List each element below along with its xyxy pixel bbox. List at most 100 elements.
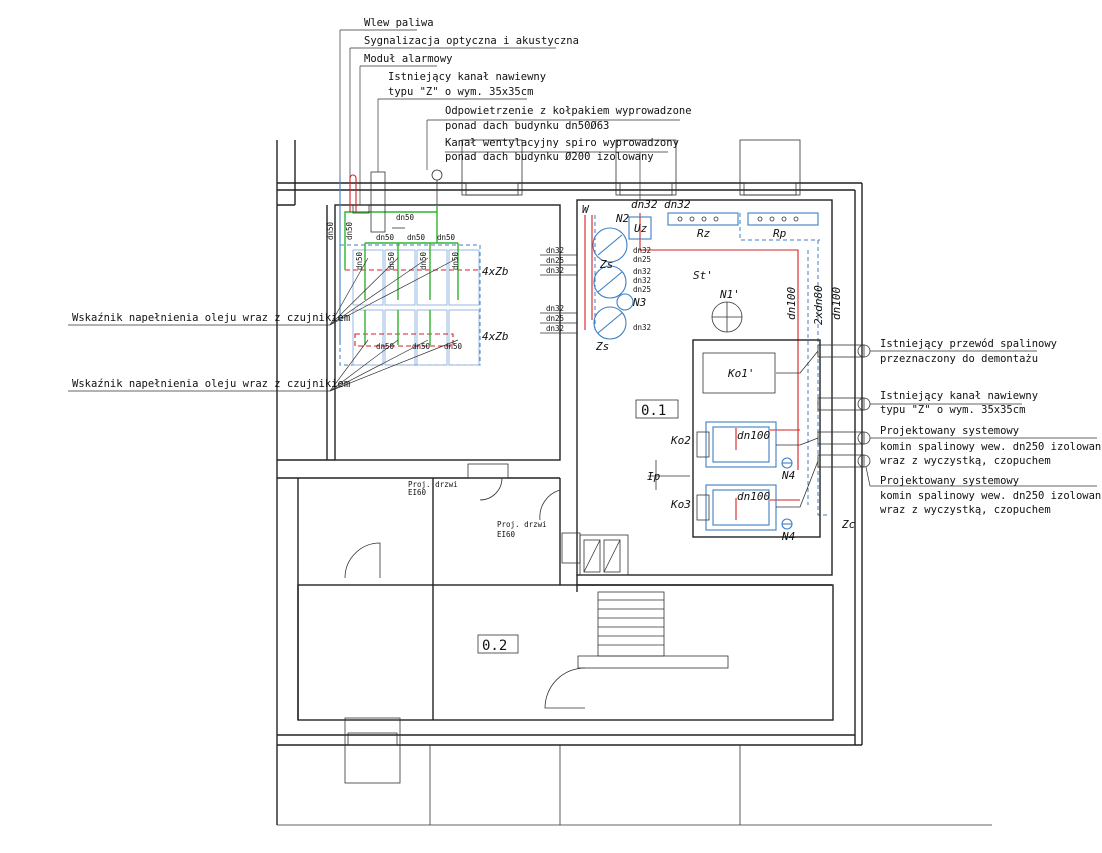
boiler-room-equipment	[477, 212, 871, 654]
pipe-label: dn50	[326, 221, 335, 240]
pipe-label: dn32	[631, 198, 658, 211]
callout-flue-existing-2: przeznaczony do demontażu	[880, 353, 1038, 365]
boiler-ko3-label: Ko3	[670, 498, 691, 511]
water-w-label: W	[582, 203, 590, 216]
manifold-rp-label: Rp	[773, 227, 787, 240]
expansion-vessel	[593, 265, 627, 299]
tanks-upper-label: 4xZb	[482, 265, 509, 278]
callout-alarm-module: Moduł alarmowy	[364, 53, 453, 65]
softener-label: Uz	[634, 222, 648, 235]
pipe-label: dn32	[633, 323, 651, 332]
pipe-label: dn50	[451, 251, 460, 270]
callout-vent-cap-1: Odpowietrzenie z kołpakiem wyprowadzone	[445, 105, 692, 117]
stairs	[544, 591, 729, 709]
pipe-label: dn100	[830, 287, 843, 320]
pipe-label: dn50	[376, 342, 395, 351]
callout-supply-duct-right-2: typu "Z" o wym. 35x35cm	[880, 404, 1025, 416]
callout-chimney-b-3: wraz z wyczystką, czopuchem	[880, 504, 1051, 516]
pump-n4-label: N4	[781, 469, 795, 482]
pipe-label: dn32	[633, 246, 651, 255]
callout-supply-duct-right-1: Istniejący kanał nawiewny	[880, 390, 1038, 402]
expansion-vessel	[593, 306, 627, 340]
pump	[616, 293, 634, 311]
callout-chimney-a-2: komin spalinowy wew. dn250 izolowany	[880, 441, 1102, 453]
top-callouts: Wlew paliwa Sygnalizacja optyczna i akus…	[339, 17, 692, 205]
boiler-ko1-label: Ko1'	[727, 367, 755, 380]
pump-n4-label: N4	[781, 530, 795, 543]
pipe-label: dn50	[407, 233, 426, 242]
pipe-label: dn100	[737, 429, 770, 442]
right-callouts: Istniejący przewód spalinowy przeznaczon…	[865, 338, 1102, 516]
callout-fuel-inlet: Wlew paliwa	[364, 17, 434, 29]
pipe-label: dn50	[437, 233, 456, 242]
pipe-label: dn100	[737, 490, 770, 503]
callout-vent-duct-2: ponad dach budynku Ø200 izolowany	[445, 151, 654, 163]
vessel-zs-label: Zs	[599, 258, 613, 271]
expansion-vessel	[592, 227, 628, 263]
pipe-label: dn32	[546, 304, 564, 313]
manifold-rz-label: Rz	[697, 227, 711, 240]
pipe-label: dn32	[633, 267, 651, 276]
boiler-ko3	[705, 484, 777, 531]
callout-flue-existing-1: Istniejący przewód spalinowy	[880, 338, 1057, 350]
boiler-ko2	[705, 421, 777, 468]
pipe-label: dn50	[444, 342, 463, 351]
windows	[344, 139, 801, 784]
manifold-rz	[667, 212, 739, 226]
symbol-labels: 0.1 0.2 Zs Zs N1' N2 N3 N4 N4 Uz Rz Rp S…	[482, 203, 856, 654]
callout-chimney-b-2: komin spalinowy wew. dn250 izolowany	[880, 490, 1102, 502]
pipe-label: dn50	[355, 251, 364, 270]
doors	[344, 463, 629, 579]
door-label: Proj. drzwi	[408, 480, 458, 489]
door-labels: Proj. drzwi EI60 Proj. drzwi EI60	[408, 480, 547, 539]
pipe-label: dn32	[664, 198, 691, 211]
callout-oil-gauge-upper: Wskaźnik napełnienia oleju wraz z czujni…	[72, 312, 350, 324]
door-label: EI60	[497, 530, 516, 539]
pipe-label: dn25	[546, 256, 564, 265]
callout-supply-duct-1: Istniejący kanał nawiewny	[388, 71, 546, 83]
pipe-label: dn32	[546, 324, 564, 333]
door-label: Proj. drzwi	[497, 520, 547, 529]
pipe-label: dn100	[785, 287, 798, 320]
building-walls	[276, 139, 992, 826]
manifold-rp	[747, 212, 819, 226]
pump-n1-label: N1'	[719, 288, 740, 301]
pipe-label: dn50	[376, 233, 395, 242]
pipe-label: dn25	[546, 314, 564, 323]
boiler-ko2-label: Ko2	[670, 434, 691, 447]
ip-label: Ip	[647, 470, 661, 483]
pipe-label: dn32	[546, 246, 564, 255]
pump-n2-label: N2	[615, 212, 630, 225]
pipe-label: 2xdn80	[812, 285, 825, 325]
pipe-label: dn32	[546, 266, 564, 275]
callout-chimney-a-3: wraz z wyczystką, czopuchem	[880, 455, 1051, 467]
pipe-label: dn50	[412, 342, 431, 351]
station-label: St'	[693, 269, 713, 282]
callout-vent-duct-1: Kanał wentylacyjny spiro wyprowadzony	[445, 137, 679, 149]
pump-n3-label: N3	[632, 296, 646, 309]
tanks-lower-label: 4xZb	[482, 330, 509, 343]
left-callouts: Wskaźnik napełnienia oleju wraz z czujni…	[68, 257, 459, 392]
pipe-label: dn25	[633, 285, 651, 294]
callout-supply-duct-2: typu "Z" o wym. 35x35cm	[388, 86, 533, 98]
softener	[628, 216, 652, 240]
room-number-0-1: 0.1	[641, 403, 666, 419]
pipe-labels: dn32 dn32 dn32 dn25 dn32 dn32 dn25 dn32 …	[540, 198, 843, 503]
oil-tank-battery: dn50 dn50 dn50 dn50 dn50 dn50 dn50 dn50 …	[326, 169, 509, 366]
pipe-label: dn32	[633, 276, 651, 285]
pipe-label: dn50	[396, 213, 415, 222]
callout-vent-cap-2: ponad dach budynku dn50Ø63	[445, 120, 609, 132]
pipe-label-ticks	[540, 254, 577, 334]
callout-oil-gauge-lower: Wskaźnik napełnienia oleju wraz z czujni…	[72, 378, 350, 390]
room-number-0-2: 0.2	[482, 638, 507, 654]
vessel-zs-label: Zs	[595, 340, 609, 353]
callout-chimney-a-1: Projektowany systemowy	[880, 425, 1019, 437]
zc-label: Zc	[841, 518, 856, 531]
door-label: EI60	[408, 488, 427, 497]
boiler-ko1	[702, 352, 776, 394]
pipe-label: dn25	[633, 255, 651, 264]
callout-chimney-b-1: Projektowany systemowy	[880, 475, 1019, 487]
pipe-label: dn50	[345, 221, 354, 240]
pipe-label: dn50	[387, 251, 396, 270]
